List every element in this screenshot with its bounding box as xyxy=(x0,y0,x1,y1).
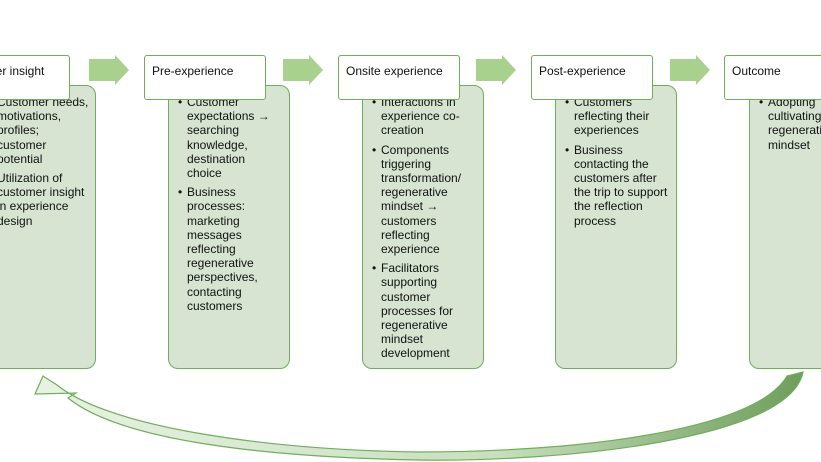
stage-title-outcome: Outcome xyxy=(724,55,821,100)
stage-card-outcome: Adopting cultivating regenerative mindse… xyxy=(749,85,821,369)
stage-card-onsite-experience: Interactions in experience co-creation C… xyxy=(362,85,484,369)
flow-arrow-3 xyxy=(476,55,516,85)
flow-arrow-4 xyxy=(670,55,710,85)
stage-item: Customer needs, motivations, profiles; c… xyxy=(0,95,89,166)
flow-arrow-1 xyxy=(89,55,129,85)
stage-title-pre-experience: Pre-experience xyxy=(144,55,266,100)
stage-item: Interactions in experience co-creation xyxy=(372,95,477,138)
stage-card-post-experience: Customers reflecting their experiences B… xyxy=(555,85,677,369)
stage-title-post-experience: Post-experience xyxy=(531,55,653,100)
stage-title-onsite-experience: Onsite experience xyxy=(338,55,460,100)
stage-title-customer-insight: ner insight xyxy=(0,55,70,100)
stage-card-pre-experience: Customer expectations → searching knowle… xyxy=(168,85,290,369)
flow-arrow-2 xyxy=(283,55,323,85)
stage-item: Customer expectations → searching knowle… xyxy=(178,95,283,180)
stage-item: Utilization of customer insight in exper… xyxy=(0,171,89,228)
stage-card-customer-insight: Customer needs, motivations, profiles; c… xyxy=(0,85,96,369)
stage-item: Business contacting the customers after … xyxy=(565,143,670,228)
stage-item: Facilitators supporting customer process… xyxy=(372,261,477,360)
stage-item: Business processes: marketing messages r… xyxy=(178,185,283,313)
stage-item: Components triggering transformation/ re… xyxy=(372,143,477,257)
stage-item: Adopting cultivating regenerative mindse… xyxy=(759,95,821,152)
stage-item: Customers reflecting their experiences xyxy=(565,95,670,138)
